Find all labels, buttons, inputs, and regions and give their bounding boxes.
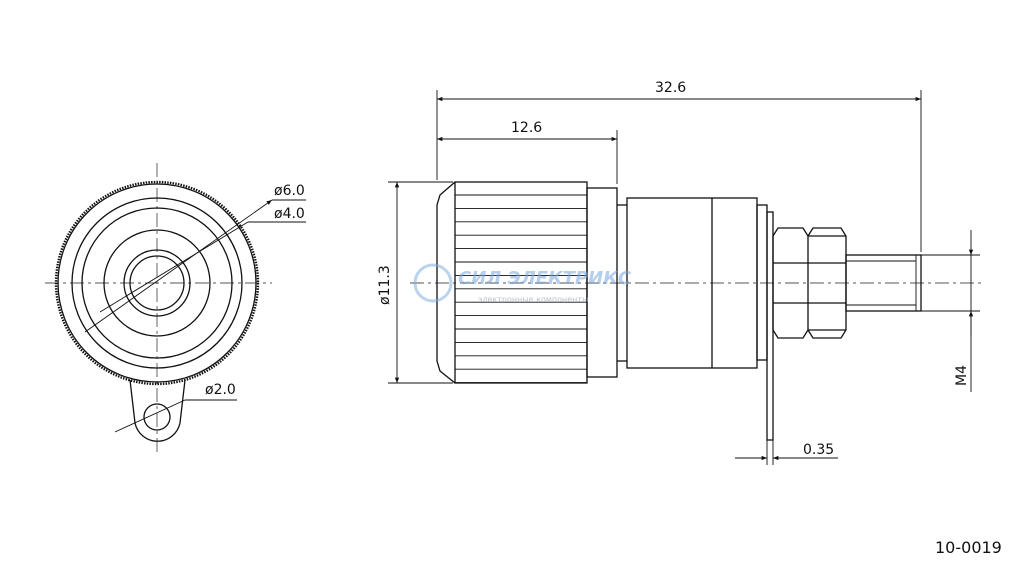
front-view: ø6.0 ø4.0 ø2.0	[45, 163, 306, 455]
knob-chamfer	[436, 181, 456, 384]
dim-outer-ring-diameter: ø6.0	[274, 183, 305, 199]
mounting-lug	[129, 379, 186, 442]
dim-knob-diameter: ø11.3	[377, 265, 393, 305]
washer	[756, 204, 768, 361]
knurled-outer-ring	[54, 180, 260, 386]
dim-knob-length: 12.6	[511, 120, 542, 136]
side-view: 32.6 12.6 ø11.3 M4 0.35	[377, 80, 985, 465]
watermark-logo: СИЛ ЭЛЕКТРИКС электронные компоненты	[413, 263, 632, 304]
threaded-stud	[845, 254, 922, 312]
hex-nut	[772, 227, 846, 339]
watermark-tagline: электронные компоненты	[478, 295, 588, 304]
dim-lug-hole-diameter: ø2.0	[205, 382, 236, 398]
dim-overall-length: 32.6	[655, 80, 686, 96]
watermark-brand: СИЛ ЭЛЕКТРИКС	[458, 268, 632, 289]
dim-lug-thickness: 0.35	[803, 442, 834, 458]
dim-inner-ring-diameter: ø4.0	[274, 206, 305, 222]
solder-lug	[766, 211, 774, 441]
dim-thread: M4	[954, 365, 970, 386]
lug-hole	[143, 403, 171, 431]
part-number: 10-0019	[935, 538, 1002, 557]
